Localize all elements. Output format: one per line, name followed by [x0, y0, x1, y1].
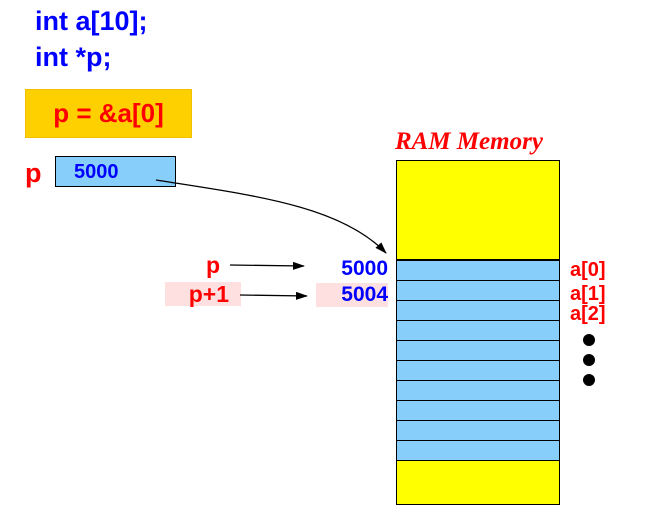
pointer-label-p: p [205, 252, 220, 278]
memory-cell [396, 260, 560, 281]
pointer-p-plus-1-arrow [239, 291, 308, 300]
address-label-5000: 5000 [341, 257, 388, 280]
pointer-var-name: p [25, 158, 42, 188]
ellipsis-dot-1 [583, 334, 595, 346]
memory-cell [396, 280, 560, 301]
ram-memory-title: RAM Memory [395, 128, 543, 155]
assignment-text: p = &a[0] [53, 98, 164, 128]
code-line-array-decl: int a[10]; [35, 6, 148, 36]
assignment-box: p = &a[0] [25, 89, 192, 138]
ram-memory-graphic [396, 160, 560, 505]
ellipsis-dot-2 [583, 354, 595, 366]
element-label-a2: a[2] [570, 303, 606, 325]
memory-cell [396, 400, 560, 421]
ram-memory-block [396, 160, 560, 505]
memory-cell [396, 300, 560, 321]
memory-cell [396, 340, 560, 361]
pointer-value-arrow [155, 179, 387, 254]
memory-free-region-top [396, 160, 560, 260]
pointer-p-arrow [229, 261, 305, 270]
memory-cell [396, 360, 560, 381]
pointer-label-p-plus-1: p+1 [165, 282, 241, 306]
memory-cell [396, 320, 560, 341]
memory-free-region-bottom [396, 460, 560, 505]
element-label-a1: a[1] [570, 283, 606, 305]
address-label-5004: 5004 [316, 283, 388, 307]
ellipsis-dot-3 [583, 374, 595, 386]
pointer-var-value: 5000 [74, 161, 119, 183]
memory-cell [396, 380, 560, 401]
memory-cell [396, 440, 560, 461]
code-line-pointer-decl: int *p; [35, 42, 112, 72]
memory-cells [396, 260, 560, 461]
pointer-var-box: 5000 [55, 156, 176, 187]
element-label-a0: a[0] [570, 259, 606, 281]
memory-cell [396, 420, 560, 441]
